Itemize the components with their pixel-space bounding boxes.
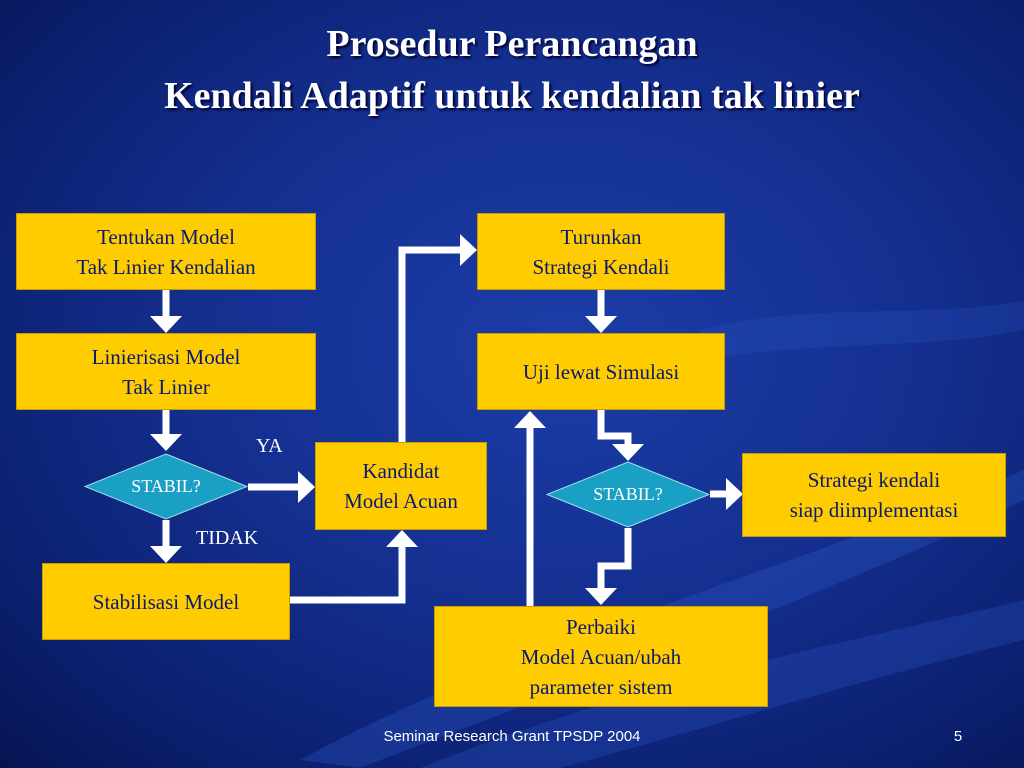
box-turunkan-line-1: Turunkan <box>560 224 642 249</box>
box-stabilisasi-line-1: Stabilisasi Model <box>92 589 240 614</box>
box-perbaiki-model: Perbaiki Model Acuan/ubah parameter sist… <box>434 606 768 707</box>
decision-stabil-left: STABIL? <box>83 453 249 520</box>
box-perbaiki-line-3: parameter sistem <box>529 674 673 699</box>
box-linierisasi-model: Linierisasi Model Tak Linier <box>16 333 316 410</box>
box-linierisasi-line-1: Linierisasi Model <box>91 344 241 369</box>
box-kandidat-line-1: Kandidat <box>362 459 440 483</box>
slide-title: Prosedur Perancangan Kendali Adaptif unt… <box>0 18 1024 122</box>
footer-text: Seminar Research Grant TPSDP 2004 <box>383 728 641 745</box>
box-tentukan-line-1: Tentukan Model <box>97 224 235 249</box>
decision-stabil-left-label: STABIL? <box>131 476 201 496</box>
arrowhead-stabil-left <box>150 434 182 451</box>
arrowhead-kandidat-bottom <box>386 530 418 547</box>
arrowhead-strategi <box>726 478 743 510</box>
arrowhead-uji-bottom <box>514 411 546 428</box>
decision-stabil-right-shape <box>545 461 711 528</box>
title-line-1: Prosedur Perancangan <box>326 23 698 65</box>
box-stabilisasi-model: Stabilisasi Model <box>42 563 290 640</box>
box-strategi-siap: Strategi kendali siap diimplementasi <box>742 453 1006 537</box>
box-turunkan-strategi: Turunkan Strategi Kendali <box>477 213 725 290</box>
box-perbaiki-line-1: Perbaiki <box>566 614 636 639</box>
arrowhead-linierisasi <box>150 316 182 333</box>
box-strategi-line-1: Strategi kendali <box>807 468 941 492</box>
label-tidak: TIDAK <box>196 527 259 549</box>
box-tentukan-model: Tentukan Model Tak Linier Kendalian <box>16 213 316 290</box>
page-number: 5 <box>953 728 963 745</box>
box-tentukan-line-2: Tak Linier Kendalian <box>76 254 256 279</box>
box-uji-simulasi: Uji lewat Simulasi <box>477 333 725 410</box>
label-ya: YA <box>256 435 283 457</box>
arrow-kandidat-to-turunkan <box>398 246 462 442</box>
decision-stabil-left-shape <box>83 453 249 520</box>
arrowhead-perbaiki <box>585 588 617 605</box>
box-turunkan-line-2: Strategi Kendali <box>532 254 670 279</box>
box-strategi-line-2: siap diimplementasi <box>789 498 959 522</box>
arrow-stabilisasi-to-kandidat <box>290 545 406 604</box>
arrow-stabil-to-perbaiki <box>597 528 632 590</box>
decision-stabil-right-label: STABIL? <box>593 484 663 504</box>
box-perbaiki-line-2: Model Acuan/ubah <box>520 644 682 669</box>
box-kandidat-line-2: Model Acuan <box>344 489 458 513</box>
arrowhead-stabil-right <box>612 444 644 461</box>
arrowhead-stabilisasi <box>150 546 182 563</box>
decision-stabil-right: STABIL? <box>545 461 711 528</box>
arrowhead-kandidat <box>298 471 315 503</box>
arrowhead-uji <box>585 316 617 333</box>
arrowhead-turunkan <box>460 234 477 266</box>
box-uji-line-1: Uji lewat Simulasi <box>522 359 680 384</box>
title-line-2: Kendali Adaptif untuk kendalian tak lini… <box>164 75 860 117</box>
box-linierisasi-line-2: Tak Linier <box>122 374 210 399</box>
box-kandidat-model-acuan: Kandidat Model Acuan <box>315 442 487 530</box>
arrow-uji-to-stabil <box>597 410 632 446</box>
